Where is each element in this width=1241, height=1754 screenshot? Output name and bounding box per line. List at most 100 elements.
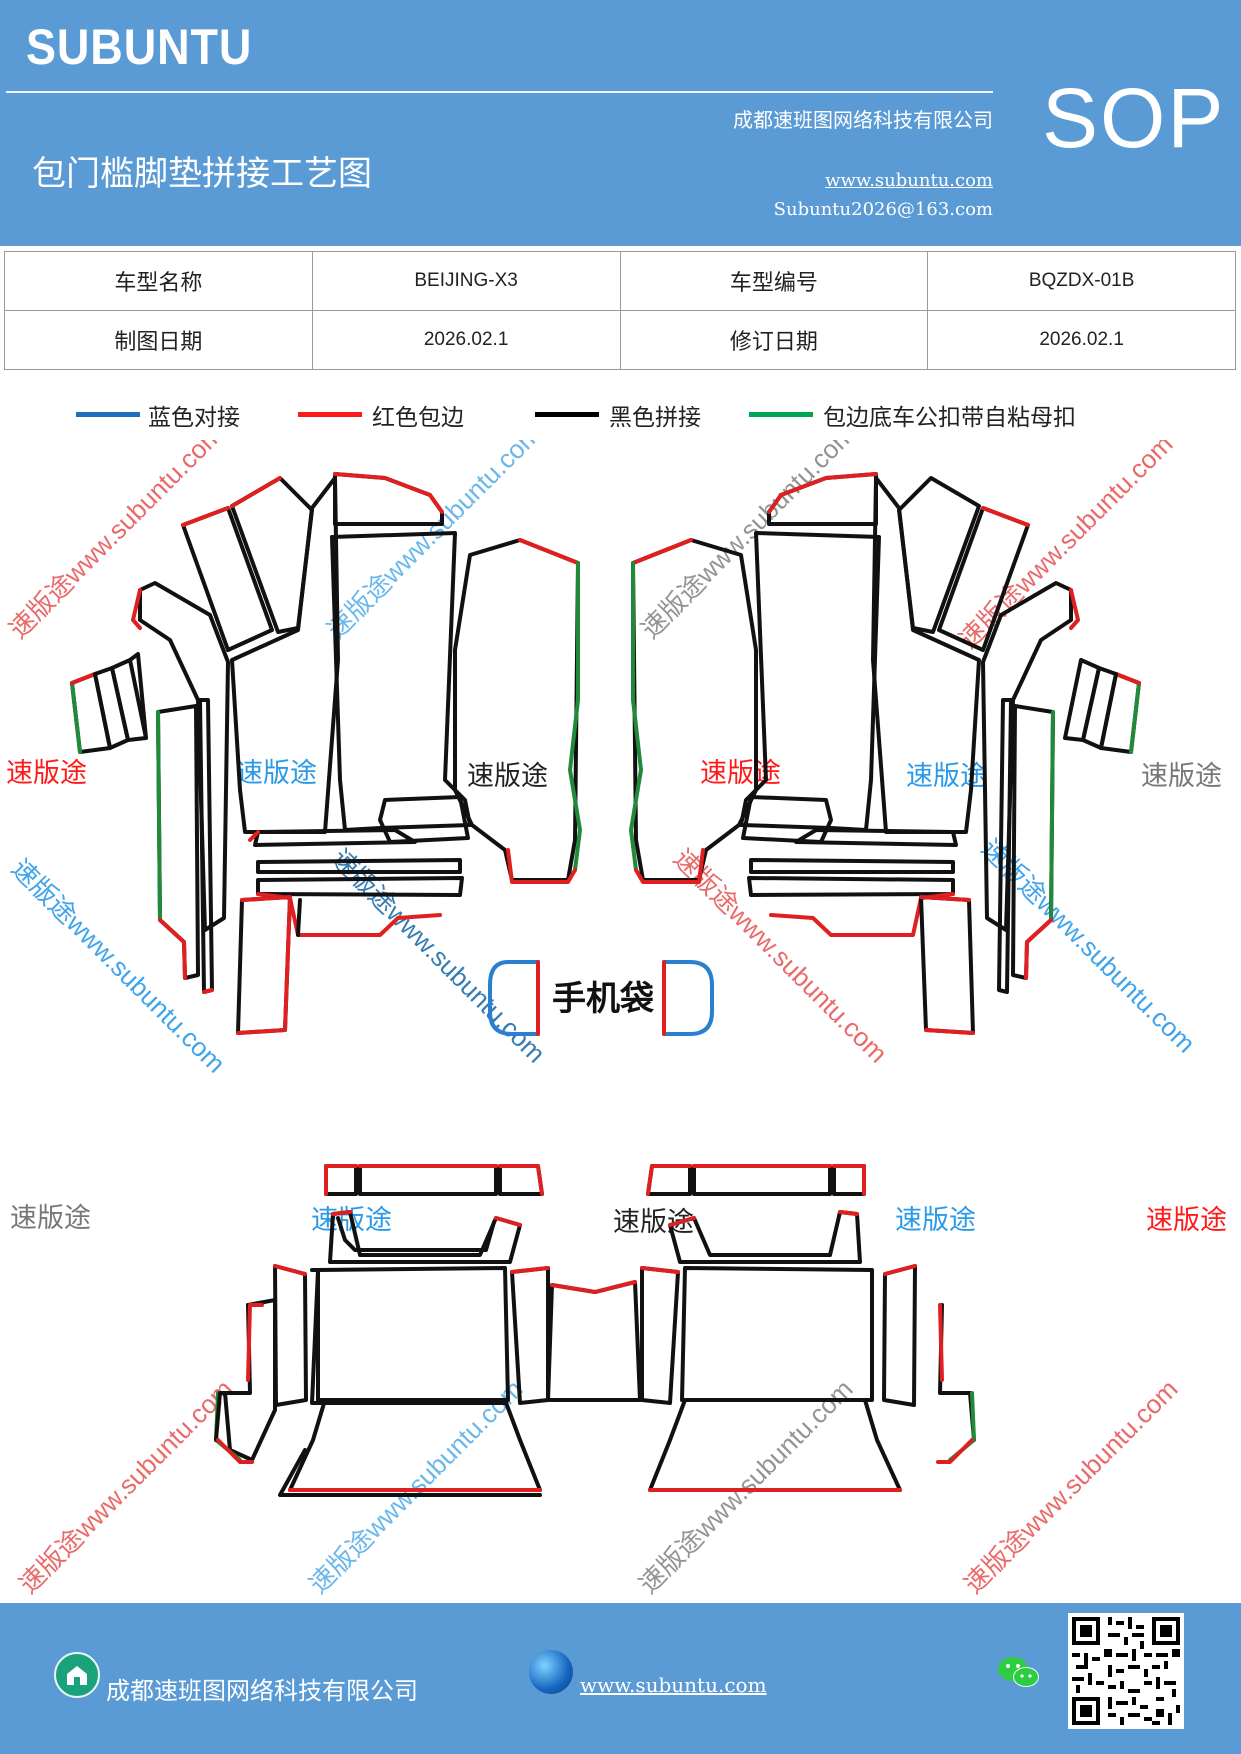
footer-banner: 成都速班图网络科技有限公司 www.subuntu.com <box>0 1603 1241 1754</box>
mat-edge-red <box>494 1216 522 1227</box>
mat-edge-red <box>832 1164 866 1196</box>
mat-piece <box>324 1164 358 1196</box>
mat-piece <box>510 1266 550 1405</box>
value-model-name: BEIJING-X3 <box>311 251 621 311</box>
mat-edge-red <box>202 988 214 994</box>
svg-text:速版途: 速版途 <box>958 1523 1034 1599</box>
svg-text:速版途: 速版途 <box>303 1523 379 1599</box>
phone-pocket: 手机袋 <box>488 960 714 1036</box>
mat-piece <box>214 1303 252 1442</box>
mat-edge-red <box>1069 588 1080 630</box>
mat-piece <box>256 876 464 897</box>
mat-edge-green <box>629 561 643 872</box>
brand-logo: SUBUNTU <box>26 19 253 75</box>
header-banner: SUBUNTU 成都速班图网络科技有限公司 包门槛脚垫拼接工艺图 www.sub… <box>0 0 1241 246</box>
mat-piece <box>273 1264 308 1407</box>
mat-piece <box>256 858 462 874</box>
mat-edge-green <box>1049 710 1055 922</box>
legend-label-red: 红色包边 <box>372 405 464 431</box>
mat-edge-red <box>634 848 705 884</box>
watermark-label: 速版途 <box>700 758 781 788</box>
mat-piece <box>749 858 955 874</box>
left-front-door-set <box>70 472 582 1035</box>
value-draw-date: 2026.02.1 <box>311 310 621 370</box>
mat-edge-red <box>216 1303 254 1464</box>
svg-text:速版途: 速版途 <box>633 1523 709 1599</box>
phone-pocket-label: 手机袋 <box>552 979 654 1019</box>
watermark-label: 速版途 <box>1141 761 1222 791</box>
svg-text:www.subuntu.com: www.subuntu.com <box>1030 887 1201 1058</box>
mat-piece <box>668 1210 862 1264</box>
globe-icon <box>529 1650 573 1694</box>
left-rear-door-set <box>214 1164 642 1497</box>
mat-edge-red <box>331 1210 352 1216</box>
mat-edge-red <box>131 588 142 630</box>
label-model-name: 车型名称 <box>4 251 313 311</box>
mat-edge-red <box>324 1164 358 1196</box>
right-rear-door-set <box>640 1164 976 1492</box>
mat-edge-red <box>640 1266 680 1274</box>
page-title: 包门槛脚垫拼接工艺图 <box>32 154 372 194</box>
watermark-label: 速版途 <box>10 1203 91 1233</box>
svg-text:速版途: 速版途 <box>6 853 82 929</box>
mat-edge-red <box>981 506 1030 527</box>
mat-piece <box>358 1164 498 1196</box>
label-revision-date: 修订日期 <box>619 310 929 370</box>
mat-edge-red <box>333 472 444 514</box>
mat-piece <box>981 581 1073 932</box>
website-link[interactable]: www.subuntu.com <box>825 170 993 191</box>
mat-piece <box>546 1280 642 1402</box>
mat-piece <box>93 666 130 750</box>
email-address: Subuntu2026@163.com <box>773 199 993 220</box>
svg-text:www.subuntu.com: www.subuntu.com <box>380 897 551 1068</box>
svg-text:www.subuntu.com: www.subuntu.com <box>67 1374 238 1545</box>
mat-edge-green <box>70 681 82 754</box>
company-name: 成都速班图网络科技有限公司 <box>733 108 993 132</box>
mat-edge-red <box>1114 672 1141 685</box>
table-row: 车型名称 BEIJING-X3 车型编号 BQZDX-01B <box>4 251 1236 311</box>
mat-piece <box>832 1164 866 1196</box>
mat-edge-red <box>498 1164 544 1196</box>
legend-swatch-red <box>298 412 362 417</box>
mat-piece <box>794 828 958 847</box>
mat-edge-red <box>510 1266 550 1274</box>
mat-piece <box>919 895 975 1035</box>
mat-piece <box>739 531 881 832</box>
footer-website-link[interactable]: www.subuntu.com <box>580 1673 767 1697</box>
mat-piece <box>236 895 292 1035</box>
legend-swatch-green <box>749 412 813 417</box>
pocket-left-tab <box>488 960 540 1036</box>
header-divider <box>6 91 993 93</box>
watermark-label: 速版途 <box>6 758 87 788</box>
mat-piece <box>336 1216 496 1252</box>
mat-edge-red <box>919 895 975 1035</box>
mat-piece <box>296 898 302 937</box>
svg-text:www.subuntu.com: www.subuntu.com <box>57 440 228 590</box>
mat-edge-red <box>518 538 580 565</box>
mat-edge-red <box>668 1210 859 1227</box>
svg-text:www.subuntu.com: www.subuntu.com <box>689 440 860 590</box>
mat-piece <box>646 1164 692 1196</box>
mat-piece <box>333 472 444 526</box>
mat-edge-green <box>156 710 162 922</box>
mat-edge-red <box>248 830 260 842</box>
mat-piece <box>316 1266 510 1402</box>
pocket-right-tab <box>662 960 714 1036</box>
mat-piece <box>741 795 833 844</box>
mat-piece <box>640 1266 680 1405</box>
watermark-label: 速版途 <box>236 758 317 788</box>
mat-edge-red <box>506 848 577 884</box>
svg-text:速版途: 速版途 <box>635 568 711 644</box>
mat-edge-green <box>568 561 582 872</box>
mat-piece <box>747 876 955 897</box>
mat-edge-red <box>631 538 693 565</box>
mat-piece <box>310 1268 507 1405</box>
watermark-label: 速版途 <box>895 1205 976 1235</box>
mat-edge-red <box>936 1303 974 1464</box>
wechat-icon[interactable] <box>996 1653 1042 1693</box>
mat-piece <box>453 538 580 882</box>
label-model-code: 车型编号 <box>619 251 929 311</box>
